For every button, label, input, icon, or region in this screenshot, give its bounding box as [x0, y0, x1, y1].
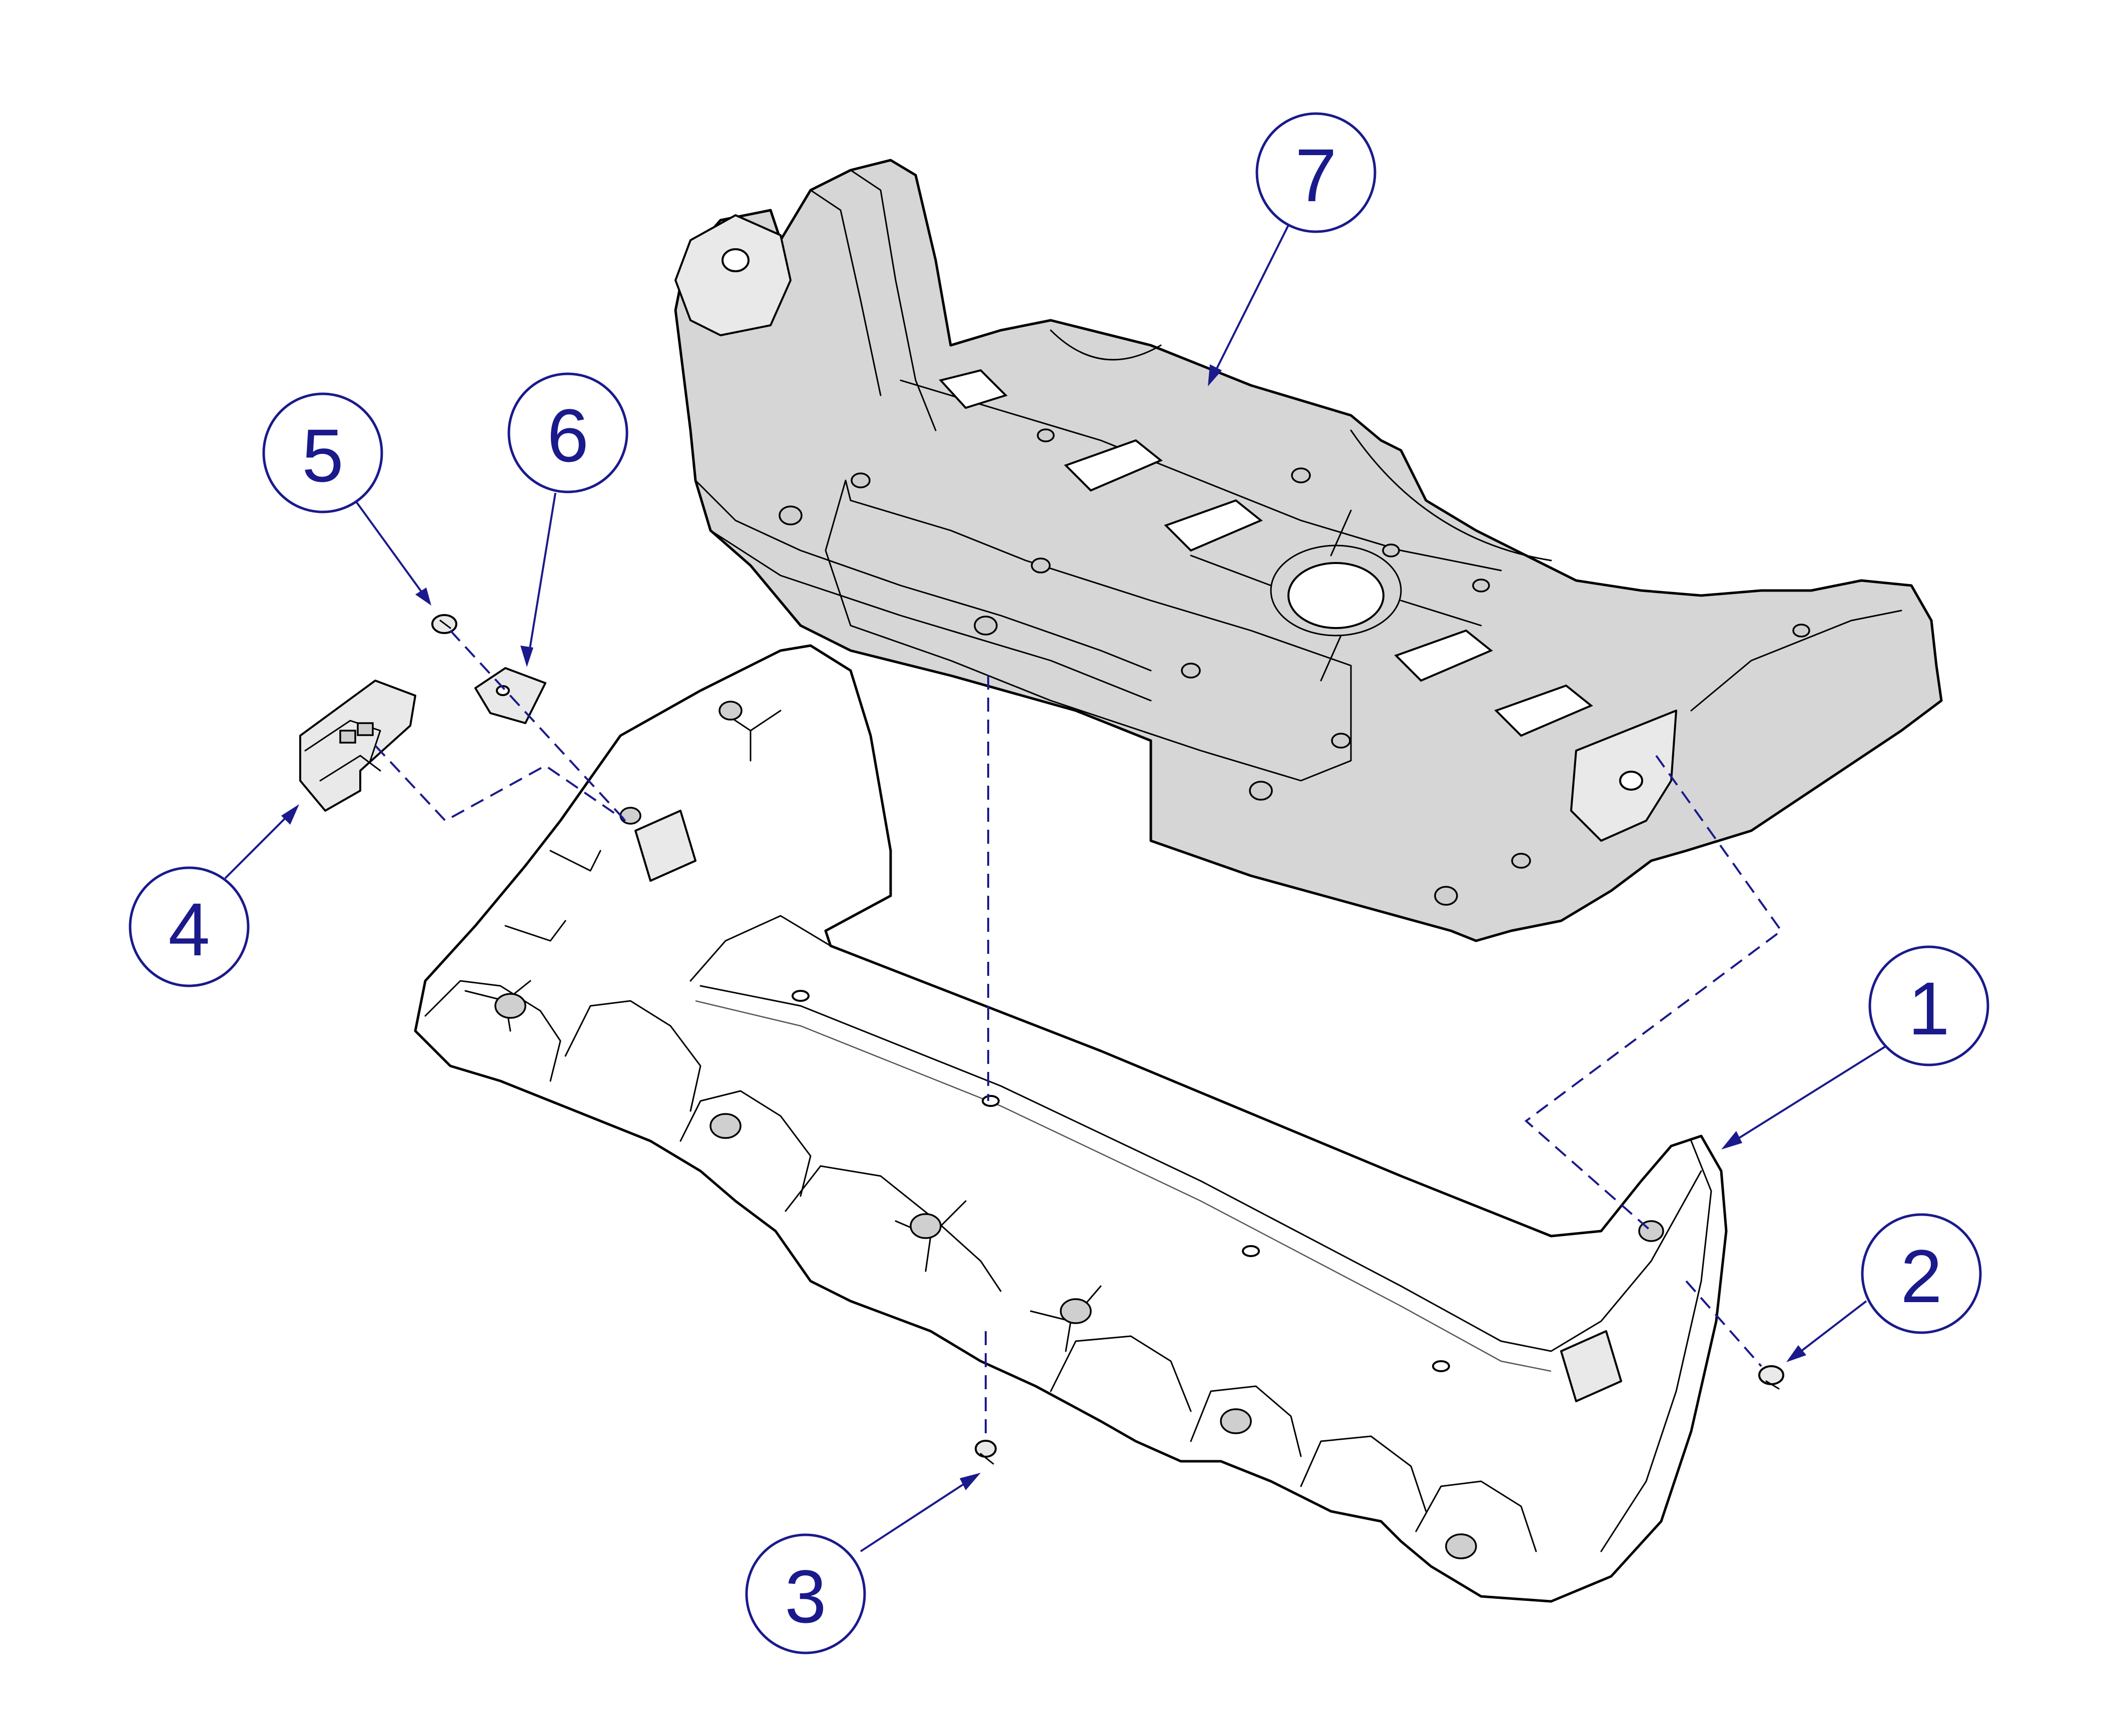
- leader-2: [1786, 1300, 1867, 1362]
- callout-6-label: 6: [547, 393, 588, 477]
- callout-7: 7: [1255, 112, 1376, 233]
- leader-1: [1721, 1045, 1887, 1149]
- leader-3: [860, 1473, 981, 1552]
- assembly-line-3: [985, 676, 989, 1441]
- part-4-connector: [299, 680, 416, 812]
- assembly-line-4: [374, 745, 626, 822]
- callout-leaders: [224, 225, 1887, 1552]
- assembly-lines: [374, 630, 1783, 1441]
- frame-bosses: [494, 701, 1664, 1559]
- callout-3-label: 3: [785, 1554, 826, 1638]
- frame-pockets: [424, 980, 1537, 1552]
- leader-5: [354, 499, 431, 606]
- assembly-line-1: [1524, 755, 1783, 1232]
- part-2-screw: [1758, 1365, 1784, 1390]
- callout-1-label: 1: [1908, 966, 1949, 1050]
- callout-5-label: 5: [302, 413, 343, 497]
- callout-1: 1: [1868, 945, 1989, 1066]
- plate-bosses: [779, 428, 1810, 906]
- callout-3: 3: [745, 1533, 866, 1654]
- part-7-chassis-plate: [674, 159, 1943, 942]
- part-5-screw: [431, 614, 457, 634]
- callout-4-label: 4: [168, 887, 210, 971]
- callouts: 1 2 3 4 5 6 7: [129, 112, 1989, 1654]
- leader-6: [520, 492, 556, 667]
- callout-4: 4: [129, 866, 250, 987]
- callout-6: 6: [507, 372, 628, 493]
- leader-7: [1208, 225, 1289, 386]
- leader-4: [224, 804, 299, 879]
- callout-7-label: 7: [1295, 133, 1336, 217]
- callout-5: 5: [262, 392, 383, 513]
- plate-slots: [939, 369, 1593, 737]
- part-1-lower-frame: [414, 644, 1728, 1603]
- callout-2: 2: [1861, 1213, 1982, 1334]
- callout-2-label: 2: [1900, 1234, 1942, 1318]
- assembly-line-2: [1685, 1280, 1762, 1367]
- part-3-screw: [975, 1440, 997, 1465]
